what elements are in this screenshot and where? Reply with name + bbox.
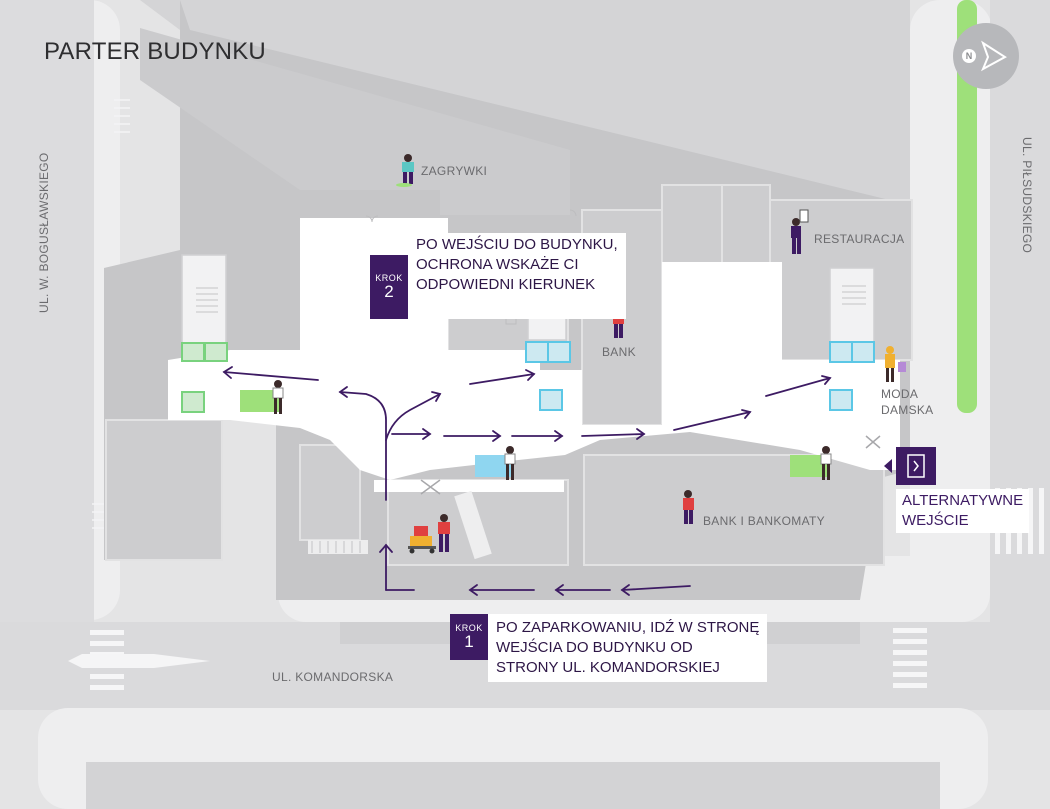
step-1-text: PO ZAPARKOWANIU, IDŹ W STRONĘ WEJŚCIA DO… (488, 614, 768, 682)
step-1-badge: KROK 1 (450, 614, 488, 660)
compass-north-label: N (962, 49, 976, 63)
road-arrow-icon (68, 654, 210, 668)
step-1-line: WEJŚCIA DO BUDYNKU OD (496, 639, 693, 656)
street-label-south: UL. KOMANDORSKA (272, 670, 394, 684)
step-1-line: PO ZAPARKOWANIU, IDŹ W STRONĘ (496, 619, 760, 636)
revolving-door-icon (420, 435, 881, 495)
green-strip (957, 0, 977, 413)
step-1-krok: KROK (455, 623, 483, 633)
step-2-line: ODPOWIEDNI KIERUNEK (416, 276, 596, 293)
compass: N (953, 23, 1019, 89)
street-label-east: UL. PIŁSUDSKIEGO (1020, 137, 1034, 254)
luggage-cart-icon (408, 526, 436, 554)
shop-label-damska: DAMSKA (881, 403, 934, 417)
reception-desk-icon (240, 390, 828, 477)
page-title: PARTER BUDYNKU (44, 38, 266, 65)
shop-label-zagrywki: ZAGRYWKI (421, 164, 488, 178)
person-icon (272, 154, 906, 552)
step-1-number: 1 (464, 632, 474, 651)
step-2-text: PO WEJŚCIU DO BUDYNKU, OCHRONA WSKAŻE CI… (408, 233, 626, 319)
step-2-line: PO WEJŚCIU DO BUDYNKU, (416, 236, 618, 253)
road-west (0, 0, 94, 640)
corridor (168, 218, 900, 480)
step-2-callout: KROK 2 PO WEJŚCIU DO BUDYNKU, OCHRONA WS… (370, 233, 626, 319)
step-1-line: STRONY UL. KOMANDORSKIEJ (496, 659, 720, 676)
alt-entrance-label: ALTERNATYWNE WEJŚCIE (896, 489, 1030, 533)
elevator-icon (181, 341, 875, 413)
shop-label-moda: MODA (881, 387, 919, 401)
shop-label-restauracja: RESTAURACJA (814, 232, 905, 246)
shop-label-bank-bankomaty: BANK I BANKOMATY (703, 514, 825, 528)
alt-entrance-line: WEJŚCIE (902, 512, 969, 529)
stairs-side-icon (92, 99, 130, 529)
compass-arrow-icon (980, 40, 1007, 72)
street-label-west: UL. W. BOGUSŁAWSKIEGO (37, 152, 51, 313)
step-2-krok: KROK (375, 273, 403, 283)
shop-label-bank: BANK (602, 345, 636, 359)
step-2-badge: KROK 2 (370, 255, 408, 319)
alt-entrance-line: ALTERNATYWNE (902, 492, 1024, 509)
alt-entrance-badge (896, 447, 936, 485)
step-2-number: 2 (384, 282, 394, 301)
route-arrow-icon (222, 366, 832, 596)
door-icon (907, 454, 925, 478)
step-2-line: OCHRONA WSKAŻE CI (416, 256, 579, 273)
alt-entrance-pointer (884, 459, 892, 473)
step-1-callout: KROK 1 PO ZAPARKOWANIU, IDŹ W STRONĘ WEJ… (450, 614, 768, 682)
crosswalk-east (893, 628, 927, 688)
